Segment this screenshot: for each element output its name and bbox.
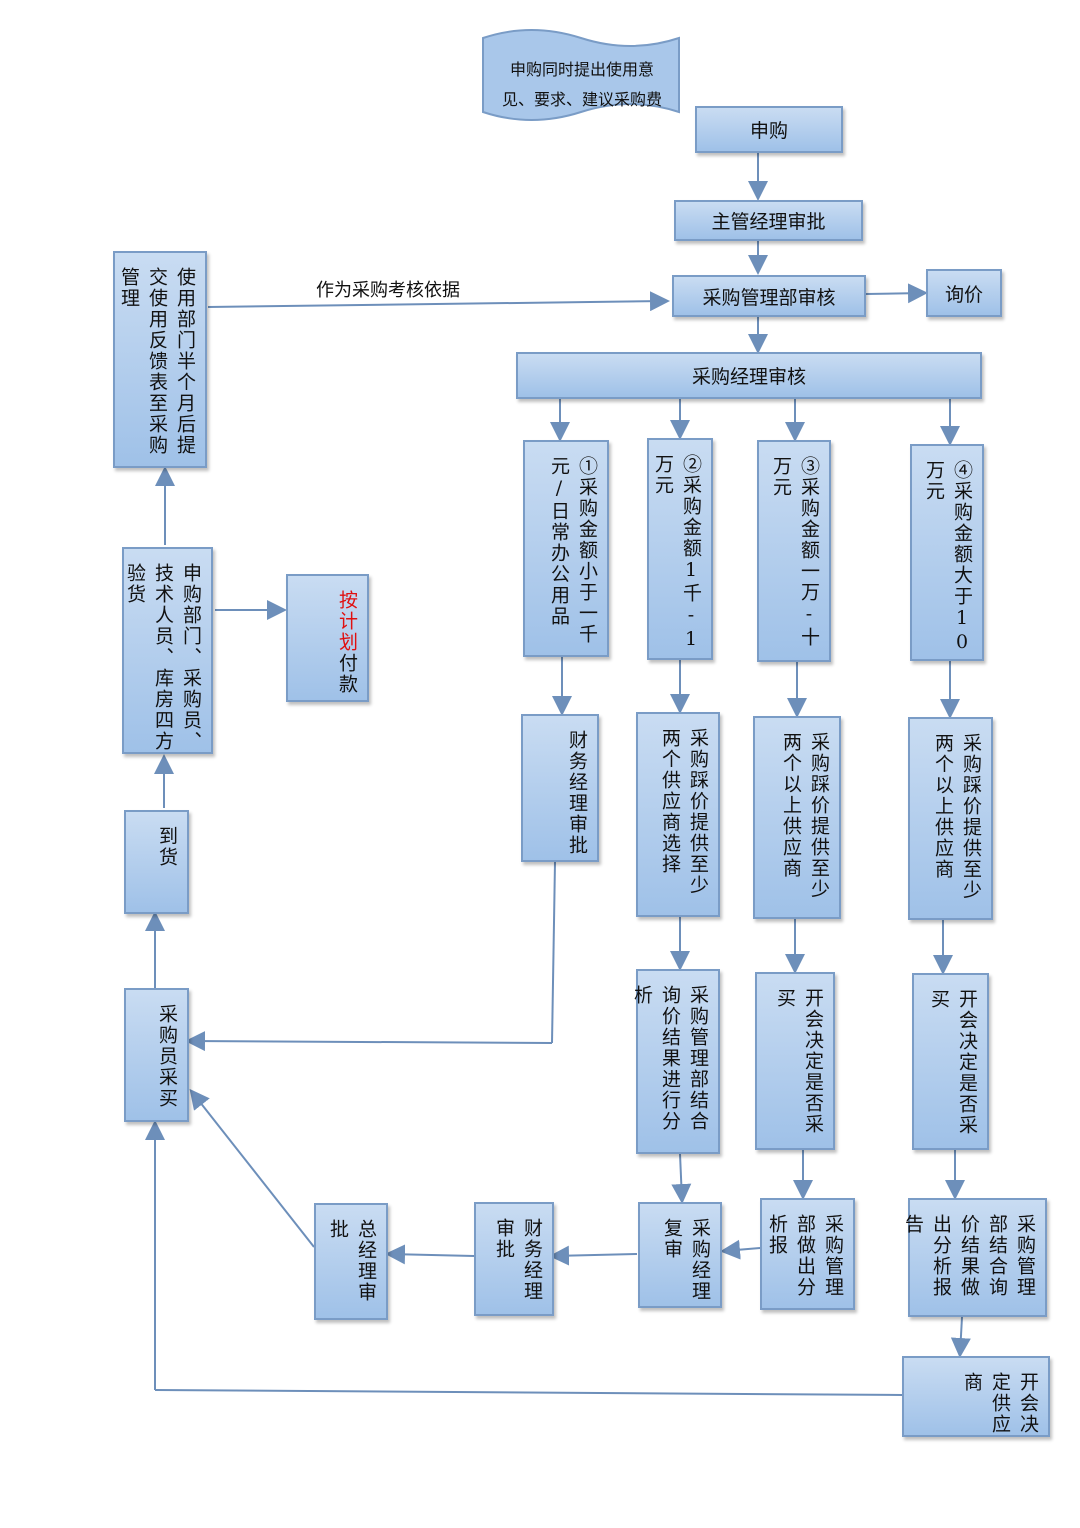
fukuan-text: 付款 — [336, 653, 358, 695]
node-caimai: 采购员采买 — [124, 988, 189, 1122]
node-branch-1: ①采购金额小于一千元/日常办公用品 — [523, 440, 609, 657]
node-branch-3: ③采购金额一万-十万元 — [757, 440, 831, 662]
note-line-2: 见、要求、建议采购费 — [501, 90, 662, 109]
node-branch-4: ④采购金额大于10万元 — [910, 444, 984, 661]
node-kaihui-4: 开会决定是否采买 — [912, 973, 989, 1150]
node-fukuan: 按计划付款 — [286, 574, 369, 702]
node-caiwu-1: 财务经理审批 — [521, 714, 599, 862]
node-ruler-4: 采购踩价提供至少两个以上供应商 — [908, 717, 993, 920]
node-daohuo: 到货 — [124, 810, 189, 914]
node-jingli: 采购经理审核 — [516, 352, 982, 399]
note-shape — [482, 29, 680, 121]
node-xunjia: 询价 — [926, 269, 1002, 317]
note-text: 申购同时提出使用意 见、要求、建议采购费 — [490, 55, 674, 115]
node-fankui: 使用部门半个月后提交使用反馈表至采购管理 — [113, 251, 207, 468]
note-line-1: 申购同时提出使用意 — [509, 60, 654, 79]
node-shengou: 申购 — [695, 106, 843, 153]
node-fushen: 采购经理复审 — [638, 1202, 722, 1308]
fukuan-red-text: 按计划 — [336, 590, 358, 653]
node-ruler-3: 采购踩价提供至少两个以上供应商 — [753, 716, 841, 919]
node-guanlibu: 采购管理部审核 — [672, 275, 866, 317]
node-branch-2: ②采购金额1千-1万元 — [647, 438, 713, 660]
node-zhuguan: 主管经理审批 — [674, 200, 863, 241]
node-baogao-4: 采购管理部结合询价结果做出分析报告 — [902, 1198, 1047, 1317]
edge-label: 作为采购考核依据 — [316, 280, 460, 301]
node-kaihui-3: 开会决定是否采买 — [755, 972, 835, 1150]
node-fenxi-2: 采购管理部结合询价结果进行分析 — [631, 969, 720, 1154]
node-zongjingli: 总经理审批 — [314, 1203, 388, 1320]
node-ruler-2: 采购踩价提供至少两个供应商选择 — [636, 712, 720, 917]
node-dinggong: 开会决定供应商 — [902, 1356, 1050, 1437]
node-caiwu-2: 财务经理审批 — [474, 1202, 554, 1316]
node-baogao-3: 采购管理部做出分析报 — [760, 1198, 855, 1310]
node-yanhuo: 申购部门、采购员、技术人员、库房四方验货 — [122, 547, 213, 754]
